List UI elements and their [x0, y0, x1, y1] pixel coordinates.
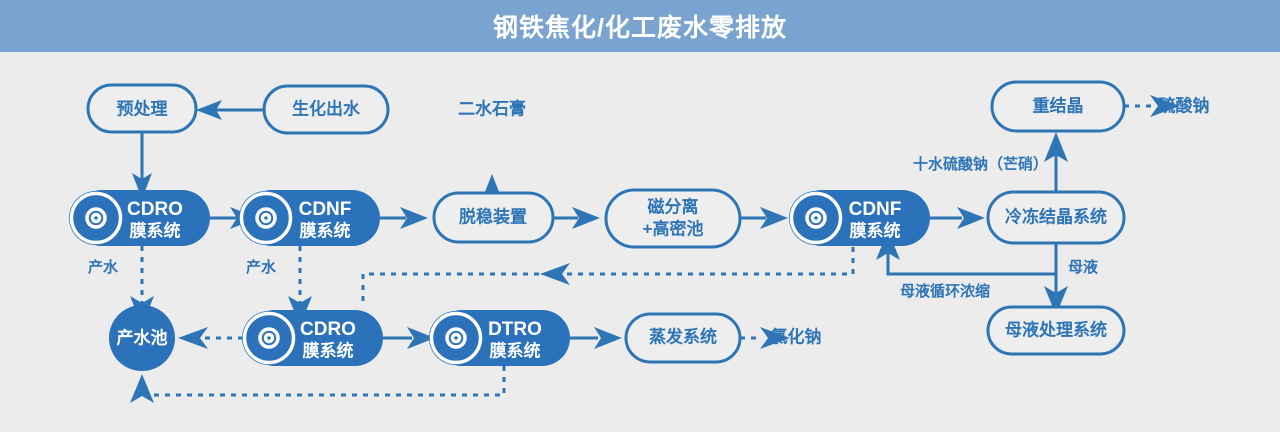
node-freeze-crystal-label: 冷冻结晶系统 — [1005, 206, 1107, 226]
node-cdnf-right-label-cn: 膜系统 — [850, 220, 901, 240]
node-pretreatment-label: 预处理 — [117, 98, 168, 118]
node-cdnf-top[interactable]: CDNF 膜系统 — [239, 190, 380, 246]
page-title: 钢铁焦化/化工废水零排放 — [493, 14, 787, 42]
node-pretreatment[interactable]: 预处理 — [86, 83, 198, 134]
edge-dtro-bottom-to-product-pool — [130, 366, 506, 403]
edge-bio-effluent-to-pretreatment — [196, 100, 264, 120]
node-product-pool[interactable]: 产水池 — [109, 305, 175, 371]
process-flow-diagram: 产水 产水 十水硫酸钠（芒硝） 母液 母液循环浓缩 预处理 生化出水 二水石膏 … — [69, 80, 1210, 403]
edge-label-mother-liquor-recycle: 母液循环浓缩 — [900, 282, 990, 300]
node-destabilizer-shape[interactable] — [432, 191, 555, 244]
edge-cdro-bottom-to-product-pool — [178, 327, 243, 349]
edge-label-produced-water-2: 产水 — [246, 258, 277, 276]
edge-cdro-bottom-to-dtro-bottom — [383, 327, 435, 349]
node-cdnf-right[interactable]: CDNF 膜系统 — [789, 190, 930, 246]
page-header: 钢铁焦化/化工废水零排放 — [0, 0, 1280, 52]
node-mother-liquor-treat-label: 母液处理系统 — [1005, 319, 1107, 339]
node-evaporation-label: 蒸发系统 — [649, 326, 717, 346]
node-cdro-top-label-latin: CDRO — [127, 199, 183, 220]
node-magsep[interactable]: 磁分离 +高密池 — [604, 188, 742, 249]
edge-cdnf-top-to-destabilizer — [380, 207, 428, 229]
node-pretreatment-shape[interactable] — [86, 83, 198, 134]
node-sodium-chloride-label: 氯化钠 — [771, 326, 822, 346]
node-freeze-crystal[interactable]: 冷冻结晶系统 — [986, 190, 1126, 245]
edge-pretreatment-to-cdro-top — [132, 132, 152, 199]
edge-cdnf-right-to-cdro-bottom — [361, 247, 855, 304]
node-bio-effluent-label: 生化出水 — [292, 98, 361, 118]
edge-recrystal-to-sodium-sulfate — [1124, 95, 1180, 117]
node-sodium-sulfate-label: 硫酸钠 — [1159, 95, 1210, 115]
node-cdro-bottom-label-latin: CDRO — [300, 319, 356, 340]
node-mother-liquor-treat-shape[interactable] — [986, 305, 1126, 356]
node-magsep-label-line1: 磁分离 — [648, 196, 699, 216]
edge-destabilizer-to-magsep — [553, 207, 600, 229]
edge-label-mother-liquor: 母液 — [1068, 258, 1099, 276]
node-product-pool-label: 产水池 — [117, 327, 168, 347]
node-cdro-top[interactable]: CDRO 膜系统 — [69, 190, 210, 246]
node-magsep-label-line2: +高密池 — [643, 218, 704, 238]
membrane-disc-icon — [239, 191, 293, 245]
edge-magsep-to-cdnf-right — [740, 207, 788, 229]
node-dtro-bottom-label-latin: DTRO — [488, 319, 542, 340]
node-dtro-bottom[interactable]: DTRO 膜系统 — [429, 310, 570, 366]
node-freeze-crystal-shape[interactable] — [986, 190, 1126, 245]
node-evaporation-shape[interactable] — [624, 312, 742, 364]
node-magsep-shape[interactable] — [604, 188, 742, 249]
node-destabilizer-label: 脱稳装置 — [459, 206, 527, 226]
edge-freeze-crystal-to-recrystal — [1044, 132, 1068, 192]
node-mother-liquor-treat[interactable]: 母液处理系统 — [986, 305, 1126, 356]
edge-labels: 产水 产水 十水硫酸钠（芒硝） 母液 母液循环浓缩 — [88, 155, 1099, 300]
node-gypsum: 二水石膏 — [458, 98, 526, 118]
node-cdro-bottom-label-cn: 膜系统 — [303, 340, 354, 360]
node-cdnf-top-label-cn: 膜系统 — [300, 220, 351, 240]
node-cdnf-top-label-latin: CDNF — [299, 199, 352, 220]
membrane-disc-icon — [69, 191, 123, 245]
node-evaporation[interactable]: 蒸发系统 — [624, 312, 742, 364]
node-sodium-sulfate: 硫酸钠 — [1159, 95, 1210, 115]
node-destabilizer[interactable]: 脱稳装置 — [432, 191, 555, 244]
edge-freeze-crystal-to-mother-liquor-treat — [1044, 243, 1068, 315]
node-cdro-top-label-cn: 膜系统 — [130, 220, 181, 240]
edge-cdnf-right-to-freeze-crystal — [930, 207, 985, 229]
node-gypsum-label: 二水石膏 — [458, 98, 526, 118]
node-cdro-bottom[interactable]: CDRO 膜系统 — [242, 310, 383, 366]
membrane-disc-icon — [242, 311, 296, 365]
membrane-disc-icon — [429, 311, 483, 365]
edge-label-glauber-salt: 十水硫酸钠（芒硝） — [913, 155, 1048, 173]
node-recrystal-shape[interactable] — [990, 80, 1126, 133]
edge-label-produced-water-1: 产水 — [88, 258, 119, 276]
edge-evaporation-to-sodium-chloride — [740, 327, 790, 349]
node-bio-effluent[interactable]: 生化出水 — [262, 84, 390, 135]
node-dtro-bottom-label-cn: 膜系统 — [490, 340, 541, 360]
membrane-disc-icon — [789, 191, 843, 245]
node-sodium-chloride: 氯化钠 — [771, 326, 822, 346]
node-bio-effluent-shape[interactable] — [262, 84, 390, 135]
node-recrystal[interactable]: 重结晶 — [990, 80, 1126, 133]
edge-dtro-bottom-to-evaporation — [570, 327, 622, 349]
node-cdnf-right-label-latin: CDNF — [849, 199, 902, 220]
node-product-pool-shape[interactable] — [109, 305, 175, 371]
node-recrystal-label: 重结晶 — [1033, 95, 1084, 115]
